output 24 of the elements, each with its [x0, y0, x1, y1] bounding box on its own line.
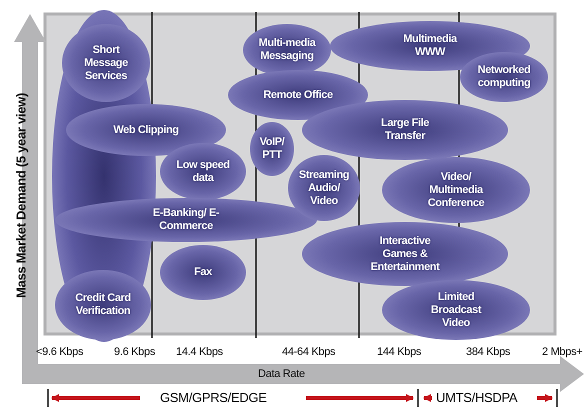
service-label: Web Clipping [113, 124, 179, 136]
tick-label: <9.6 Kbps [36, 346, 84, 358]
service-label: Fax [194, 266, 212, 279]
tick-label: 2 Mbps+ [542, 346, 582, 358]
service-label: Multimedia WWW [402, 33, 458, 59]
service-label: Credit Card Verification [74, 292, 132, 318]
range-label: UMTS/HSDPA [436, 390, 518, 405]
service-label: Streaming Audio/ Video [298, 168, 350, 208]
axis-title: Data Rate [258, 368, 305, 380]
tick-label: 44-64 Kbps [282, 346, 336, 358]
axis-title: Mass Market Demand (5 year view) [14, 92, 28, 300]
service-label: Short Message Services [83, 44, 129, 82]
range-label: GSM/GPRS/EDGE [160, 390, 267, 405]
service-label: Low speed data [175, 158, 231, 184]
service-label: Limited Broadcast Video [430, 290, 482, 330]
service-label: Large File Transfer [380, 117, 430, 143]
service-label: E-Banking/ E-Commerce [152, 207, 220, 233]
service-label: VoIP/ PTT [258, 136, 286, 162]
service-label: Multi-media Messaging [258, 37, 317, 63]
service-label: Networked computing [476, 64, 532, 90]
service-label: Interactive Games & Entertainment [370, 234, 441, 274]
service-label: Video/ Multimedia Conference [426, 170, 486, 210]
service-label: Remote Office [263, 88, 333, 102]
tick-label: 14.4 Kbps [176, 346, 223, 358]
